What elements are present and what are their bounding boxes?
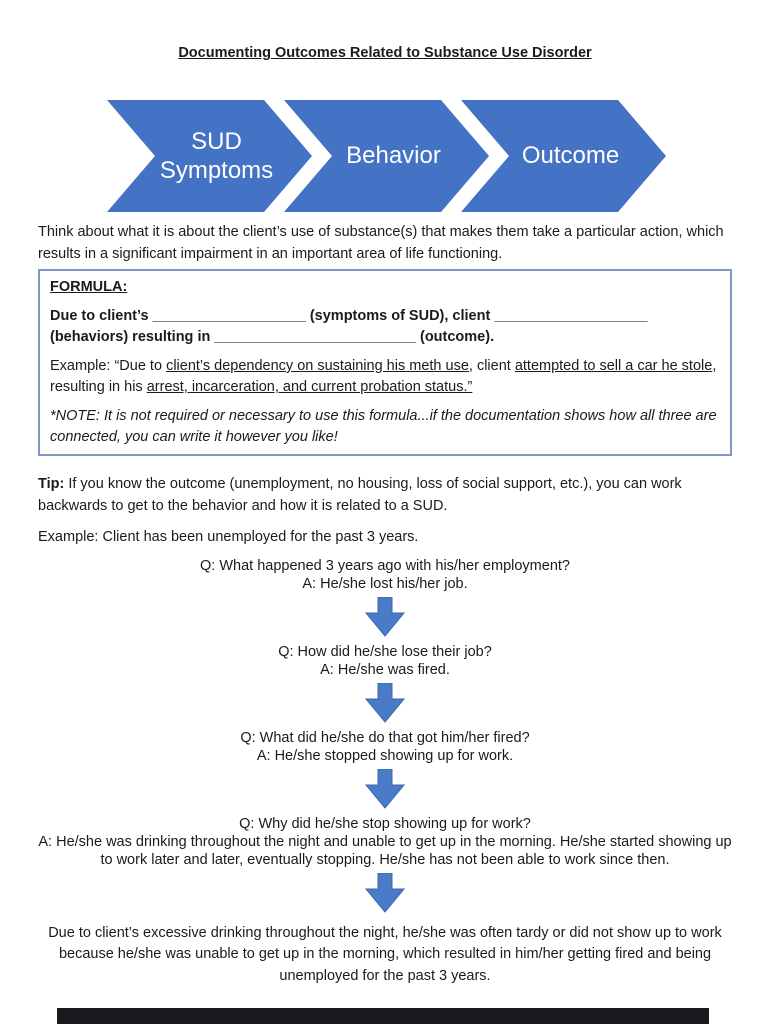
qa-block-4: Q: Why did he/she stop showing up for wo… xyxy=(38,815,732,869)
down-arrow-icon xyxy=(38,768,732,809)
down-arrow-icon xyxy=(38,596,732,637)
qa-block-3: Q: What did he/she do that got him/her f… xyxy=(38,729,732,765)
chevron-label: SUD Symptoms xyxy=(159,127,274,184)
qa-flow: Q: What happened 3 years ago with his/he… xyxy=(38,557,732,988)
chevron-label: Behavior xyxy=(346,142,441,170)
example-mid-1: , client xyxy=(468,358,515,374)
question: Q: Why did he/she stop showing up for wo… xyxy=(239,815,531,832)
answer: A: He/she stopped showing up for work. xyxy=(256,747,514,764)
example-mid-2: , resulting in his xyxy=(50,358,717,395)
page-title: Documenting Outcomes Related to Substanc… xyxy=(178,45,592,61)
example-prefix: Example: “Due to xyxy=(50,358,167,374)
chevron-step-outcome: Outcome xyxy=(461,100,666,212)
formula-example: Example: “Due to client’s dependency on … xyxy=(50,356,718,398)
down-arrow-icon xyxy=(38,872,732,913)
chevron-label: Outcome xyxy=(521,142,620,170)
intro-paragraph: Think about what it is about the client’… xyxy=(38,224,724,262)
example-underline-3: arrest, incarceration, and current proba… xyxy=(146,379,473,395)
tip-text: If you know the outcome (unemployment, n… xyxy=(38,476,682,514)
qa-block-2: Q: How did he/she lose their job? A: He/… xyxy=(38,643,732,679)
conclusion-paragraph: Due to client’s excessive drinking throu… xyxy=(48,924,722,984)
chevron-step-behavior: Behavior xyxy=(284,100,489,212)
answer: A: He/she was drinking throughout the ni… xyxy=(38,833,732,868)
tip-label: Tip: xyxy=(38,476,65,492)
example-line: Example: Client has been unemployed for … xyxy=(38,529,419,545)
formula-heading: FORMULA: xyxy=(50,279,128,295)
answer: A: He/she lost his/her job. xyxy=(302,575,468,592)
question: Q: What did he/she do that got him/her f… xyxy=(240,729,530,746)
process-diagram: SUD Symptoms Behavior Outcome xyxy=(107,100,732,212)
tip-paragraph: Tip: If you know the outcome (unemployme… xyxy=(38,474,732,517)
down-arrow-icon xyxy=(38,682,732,723)
example-underline-2: attempted to sell a car he stole xyxy=(514,358,713,374)
chevron-step-sud-symptoms: SUD Symptoms xyxy=(107,100,312,212)
question: Q: What happened 3 years ago with his/he… xyxy=(200,557,570,574)
example-underline-1: client’s dependency on sustaining his me… xyxy=(166,358,469,374)
formula-note: *NOTE: It is not required or necessary t… xyxy=(50,408,717,445)
formula-box: FORMULA: Due to client’s _______________… xyxy=(38,269,732,456)
next-page-edge xyxy=(57,1008,709,1024)
formula-line: Due to client’s ___________________ (sym… xyxy=(50,308,648,345)
qa-block-1: Q: What happened 3 years ago with his/he… xyxy=(38,557,732,593)
question: Q: How did he/she lose their job? xyxy=(278,643,492,660)
answer: A: He/she was fired. xyxy=(320,661,450,678)
